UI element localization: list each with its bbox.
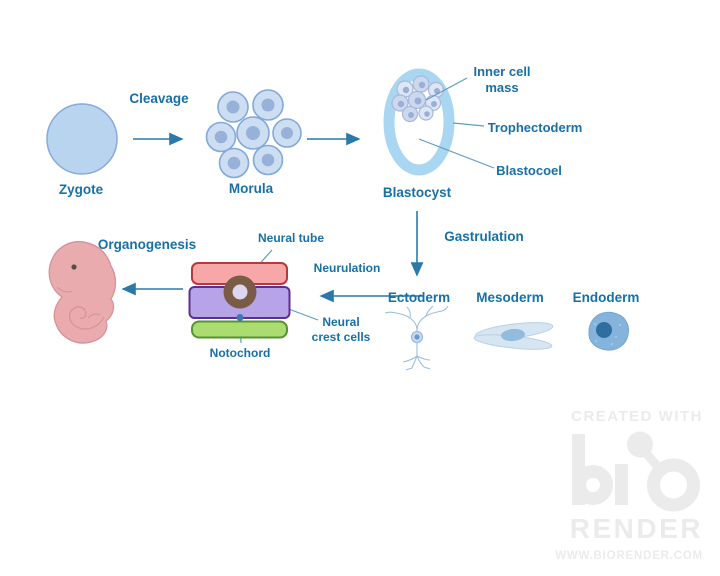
pointer-neural-crest	[285, 307, 319, 321]
label-inner-cell-mass: Inner cell mass	[473, 64, 530, 97]
embryo-icon	[48, 241, 117, 344]
notochord-layer	[191, 320, 288, 339]
label-gastrulation: Gastrulation	[444, 229, 524, 244]
notochord-dot-icon	[236, 314, 244, 321]
neuron-icon	[384, 305, 449, 371]
label-inner-cell-mass-line1: Inner cell	[473, 64, 531, 79]
watermark-created-with: CREATED WITH	[571, 408, 703, 425]
zygote-icon	[46, 103, 118, 175]
blastocyst-icon	[383, 68, 455, 176]
flow-arrows	[121, 132, 424, 303]
fibroblast-icon	[473, 322, 554, 350]
label-neural-crest-line2: crest cells	[311, 330, 371, 344]
watermark-render: RENDER	[569, 513, 703, 544]
label-endoderm: Endoderm	[572, 290, 640, 305]
label-neural-crest-line1: Neural	[322, 315, 360, 329]
label-morula: Morula	[228, 181, 274, 196]
label-blastocoel: Blastocoel	[496, 163, 562, 178]
watermark-url: WWW.BIORENDER.COM	[555, 550, 703, 562]
pointer-trophectoderm	[452, 122, 485, 127]
label-ectoderm: Ectoderm	[387, 290, 451, 305]
label-neurulation: Neurulation	[313, 261, 381, 275]
label-cleavage: Cleavage	[129, 91, 189, 106]
endoderm-cell-icon	[588, 311, 629, 351]
morula-icon	[205, 89, 302, 179]
label-blastocyst: Blastocyst	[382, 185, 452, 200]
label-zygote: Zygote	[58, 182, 104, 197]
pointer-inner-cell-mass	[425, 77, 468, 101]
label-mesoderm: Mesoderm	[476, 290, 544, 305]
label-neural-tube: Neural tube	[257, 231, 325, 245]
label-organogenesis: Organogenesis	[97, 237, 197, 252]
pointer-blastocoel	[418, 138, 495, 169]
neurulation-cross-section-icon	[188, 262, 291, 339]
embryo-eye-icon	[71, 264, 77, 270]
biorender-logo-icon	[572, 431, 700, 512]
label-inner-cell-mass-line2: mass	[485, 80, 519, 96]
label-notochord: Notochord	[209, 346, 271, 360]
label-neural-crest-cells: Neural crest cells	[312, 315, 371, 345]
label-trophectoderm: Trophectoderm	[487, 120, 583, 135]
inner-cell-mass-icon	[391, 75, 445, 123]
